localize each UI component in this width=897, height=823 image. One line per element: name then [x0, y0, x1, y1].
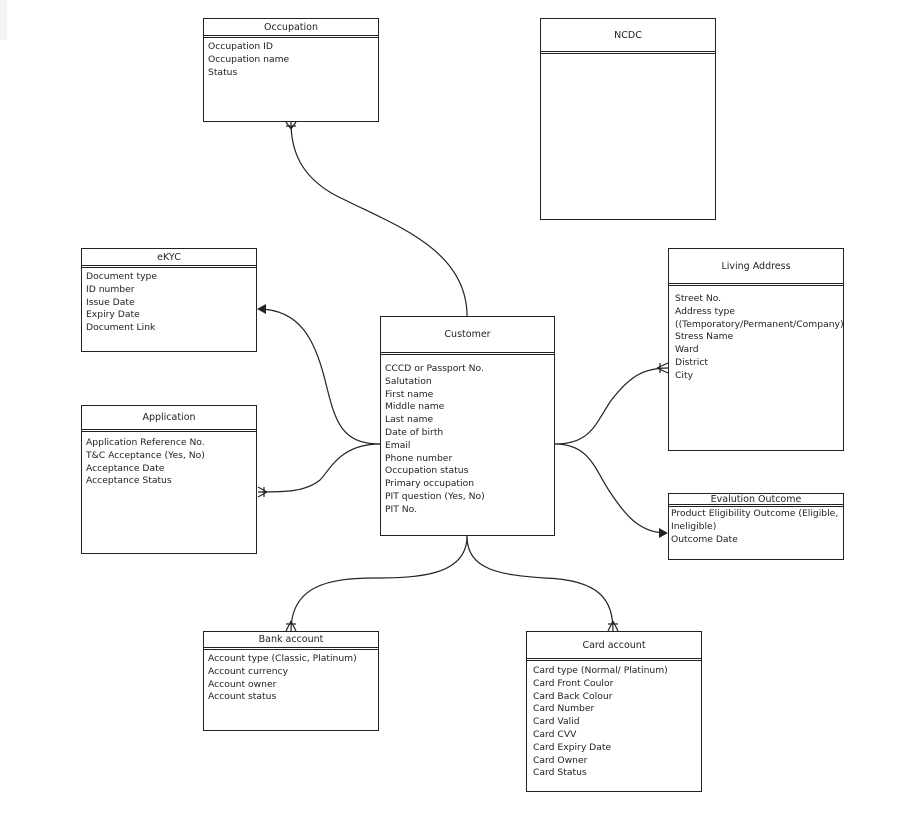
entity-title: NCDC	[541, 19, 715, 54]
attribute: Card CVV	[533, 728, 577, 740]
entity-title: Card account	[527, 632, 701, 661]
attribute-list: Street No. Address type ((Temporatory/Pe…	[669, 286, 844, 383]
attribute: PIT No.	[385, 503, 418, 515]
attribute: Last name	[385, 414, 434, 426]
attribute-list: Occupation ID Occupation name Status	[204, 38, 378, 79]
attribute: Street No.	[675, 293, 722, 304]
attribute: City	[675, 369, 694, 381]
attribute: Date of birth	[385, 426, 444, 438]
attribute: Card Valid	[533, 716, 580, 728]
link-customer-evaluation-outcome	[554, 443, 667, 534]
attribute: Issue Date	[86, 296, 135, 308]
attribute: Document type	[86, 271, 158, 282]
attribute: Card Expiry Date	[533, 741, 612, 753]
attribute: Occupation status	[385, 465, 469, 477]
attribute: Primary occupation	[385, 478, 475, 490]
attribute: Acceptance Status	[86, 475, 172, 487]
arrow-head-evaluation-outcome	[659, 528, 668, 538]
arrow-head-ekyc	[257, 304, 266, 314]
attribute: ID number	[86, 283, 135, 295]
attribute-list: CCCD or Passport No. Salutation First na…	[381, 355, 554, 517]
attribute: Document Link	[86, 322, 156, 334]
attribute: Occupation ID	[208, 41, 273, 52]
link-customer-application	[257, 443, 381, 493]
attribute: Account owner	[208, 678, 277, 690]
attribute: Address type	[675, 305, 736, 317]
attribute: ((Temporatory/Permanent/Company)	[675, 318, 844, 330]
attribute-list: Card type (Normal/ Platinum) Card Front …	[527, 661, 701, 780]
entity-title: Evalution Outcome	[669, 494, 843, 507]
attribute: Card Front Coulor	[533, 677, 614, 689]
attribute: Card type (Normal/ Platinum)	[533, 665, 668, 676]
entity-occupation[interactable]: Occupation Occupation ID Occupation name…	[203, 18, 379, 122]
entity-living-address[interactable]: Living Address Street No. Address type (…	[668, 248, 844, 451]
attribute: Card Back Colour	[533, 690, 613, 702]
entity-application[interactable]: Application Application Reference No. T&…	[81, 405, 257, 554]
attribute: Outcome Date	[671, 533, 738, 545]
attribute: Status	[208, 66, 238, 78]
attribute-list: Product Eligibility Outcome (Eligible, I…	[669, 507, 843, 546]
attribute-list: Application Reference No. T&C Acceptance…	[82, 432, 256, 488]
one-or-many-marker-living-address	[656, 362, 669, 374]
attribute: CCCD or Passport No.	[385, 363, 484, 374]
entity-ekyc[interactable]: eKYC Document type ID number Issue Date …	[81, 248, 257, 352]
attribute: First name	[385, 388, 434, 400]
attribute: Card Number	[533, 703, 595, 715]
entity-title: Occupation	[204, 19, 378, 38]
entity-title: Living Address	[669, 249, 843, 286]
attribute: PIT question (Yes, No)	[385, 490, 485, 502]
link-customer-bank-account	[290, 535, 468, 632]
link-customer-ekyc	[259, 308, 381, 445]
attribute: Expiry Date	[86, 309, 140, 321]
attribute: District	[675, 356, 708, 368]
entity-evaluation-outcome[interactable]: Evalution Outcome Product Eligibility Ou…	[668, 493, 844, 560]
attribute: Account type (Classic, Platinum)	[208, 653, 357, 664]
attribute: Product Eligibility Outcome (Eligible, I…	[671, 508, 839, 532]
attribute: Phone number	[385, 452, 453, 464]
entity-title: Bank account	[204, 632, 378, 650]
entity-ncdc[interactable]: NCDC	[540, 18, 716, 220]
attribute: Card Owner	[533, 754, 588, 766]
attribute: Occupation name	[208, 53, 290, 65]
one-or-many-marker-application	[257, 486, 268, 498]
canvas-edge-mark	[0, 0, 7, 40]
attribute: Card Status	[533, 767, 587, 779]
entity-card-account[interactable]: Card account Card type (Normal/ Platinum…	[526, 631, 702, 792]
attribute: Middle name	[385, 401, 445, 413]
entity-bank-account[interactable]: Bank account Account type (Classic, Plat…	[203, 631, 379, 731]
attribute: Stress Name	[675, 331, 734, 343]
attribute: Application Reference No.	[86, 437, 205, 448]
entity-title: eKYC	[82, 249, 256, 268]
attribute: Account status	[208, 691, 277, 703]
entity-title: Customer	[381, 317, 554, 355]
link-customer-card-account	[466, 535, 614, 632]
attribute: Account currency	[208, 665, 289, 677]
one-or-many-marker-occupation	[285, 121, 297, 130]
attribute: Salutation	[385, 375, 432, 387]
entity-customer[interactable]: Customer CCCD or Passport No. Salutation…	[380, 316, 555, 536]
entity-title: Application	[82, 406, 256, 432]
one-or-many-marker-bank-account	[285, 620, 297, 632]
attribute: T&C Acceptance (Yes, No)	[86, 449, 205, 461]
link-customer-occupation	[290, 121, 468, 317]
link-customer-living-address	[554, 367, 669, 445]
attribute: Ward	[675, 344, 699, 356]
attribute-list: Account type (Classic, Platinum) Account…	[204, 650, 378, 704]
attribute: Email	[385, 439, 411, 451]
attribute-list: Document type ID number Issue Date Expir…	[82, 268, 256, 335]
one-or-many-marker-card-account	[607, 620, 619, 632]
attribute: Acceptance Date	[86, 462, 165, 474]
